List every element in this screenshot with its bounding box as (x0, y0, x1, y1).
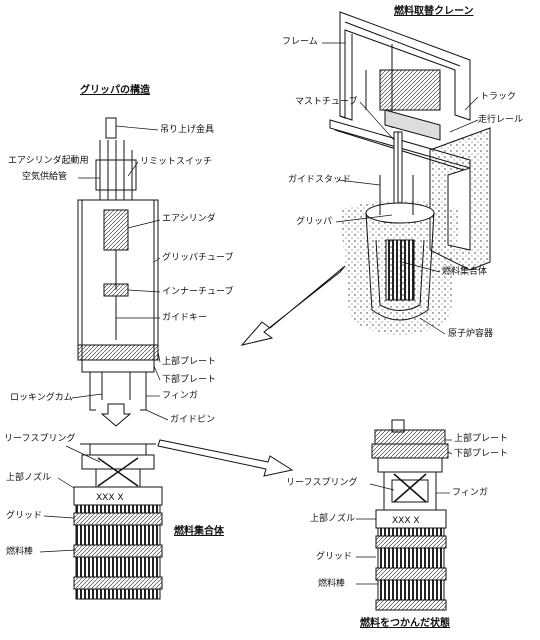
label-gripped-leaf-spring: リーフスプリング (286, 478, 358, 488)
fuel-handling-crane (329, 11, 491, 335)
crane-title: 燃料取替クレーン (394, 6, 474, 17)
label-crane-fuel-assembly: 燃料集合体 (442, 267, 488, 277)
label-grid: グリッド (6, 511, 43, 521)
label-guide-stud: ガイドスタッド (288, 175, 352, 185)
label-finger: フィンガ (162, 391, 198, 401)
label-air-cylinder: エアシリンダ (162, 214, 216, 224)
transition-arrows (157, 265, 346, 477)
label-lower-plate: 下部プレート (162, 375, 217, 385)
gripper-structure-title: グリッパの構造 (80, 85, 150, 96)
fuel-assembly-title: 燃料集合体 (174, 526, 224, 537)
gripped-state-title: 燃料をつかんだ状態 (360, 618, 450, 629)
label-track: トラック (480, 92, 517, 102)
label-frame: フレーム (282, 37, 318, 47)
gripped-leader-lines (356, 439, 453, 585)
svg-text:XXX X: XXX X (96, 493, 124, 503)
label-gripped-lower-plate: 下部プレート (454, 449, 509, 459)
label-gripped-finger: フィンガ (452, 488, 488, 498)
gripper-leader-lines (71, 125, 169, 421)
label-air-supply-pipe: 空気供給管 (22, 172, 68, 182)
label-locking-cam: ロッキングカム (10, 393, 73, 403)
fuel-assembly-drawing: XXX X (73, 443, 163, 600)
crane-leader-lines (322, 42, 479, 335)
label-reactor-vessel: 原子炉容器 (448, 329, 494, 339)
label-limit-switch: リミットスイッチ (140, 157, 213, 167)
gripped-state-drawing: XXX X (371, 419, 449, 611)
label-upper-plate: 上部プレート (162, 357, 217, 367)
label-leaf-spring: リーフスプリング (4, 434, 76, 444)
label-running-rail: 走行レール (478, 115, 524, 125)
label-fuel-rod: 燃料棒 (6, 547, 34, 557)
svg-text:XXX X: XXX X (392, 516, 420, 526)
label-gripped-upper-plate: 上部プレート (454, 434, 509, 444)
label-guide-key: ガイドキー (162, 313, 208, 323)
label-mast-tube: マストチューブ (295, 97, 358, 107)
label-upper-nozzle: 上部ノズル (6, 473, 52, 483)
label-gripper-tube: グリッパチューブ (162, 253, 234, 263)
label-gripped-upper-nozzle: 上部ノズル (310, 514, 356, 524)
label-gripper: グリッパ (296, 217, 333, 227)
label-air-cylinder-supply: エアシリンダ起動用 (8, 156, 89, 166)
assembly-leader-lines (39, 445, 101, 553)
label-gripped-fuel-rod: 燃料棒 (318, 579, 346, 589)
label-inner-tube: インナーチューブ (162, 287, 234, 297)
label-gripped-grid: グリッド (316, 552, 353, 562)
label-lifting-fitting: 吊り上げ金具 (160, 125, 215, 135)
label-guide-pin: ガイドピン (170, 415, 216, 425)
